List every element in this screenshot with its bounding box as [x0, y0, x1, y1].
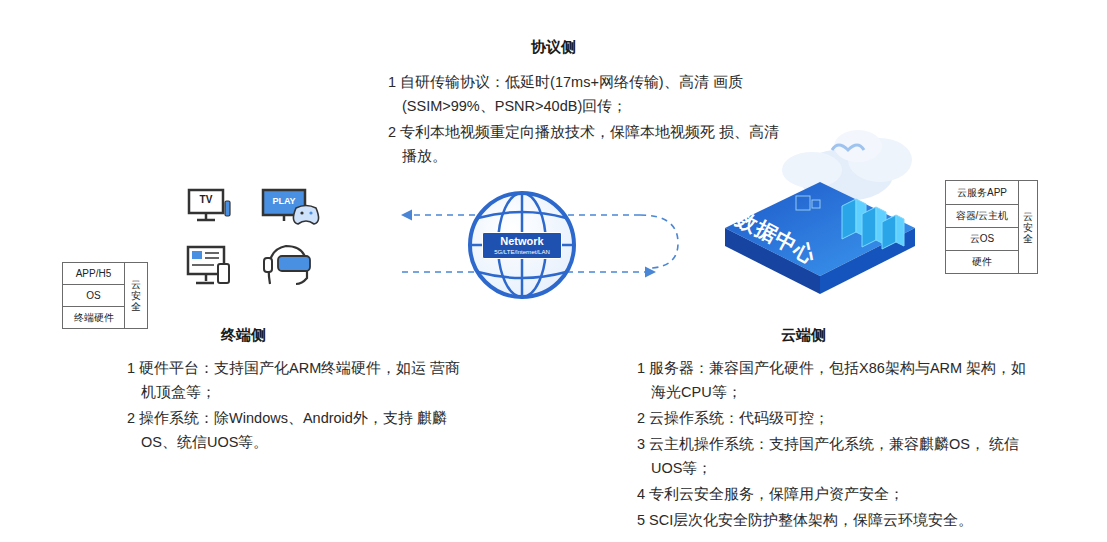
- screen-label: TV: [200, 194, 213, 206]
- feature-item: 4 专利云安全服务，保障用户资产安全；: [637, 482, 1032, 506]
- layer-name: 终端硬件: [74, 311, 114, 325]
- feature-item: 2 专利本地视频重定向播放技术，保障本地视频死 损、高清播放。: [388, 120, 783, 168]
- layer-name: 容器/云主机: [956, 209, 1009, 223]
- feature-item: 1 自研传输协议：低延时(17ms+网络传输)、高清 画质(SSIM>99%、P…: [388, 70, 783, 118]
- text-list: 1 服务器：兼容国产化硬件，包括X86架构与ARM 架构，如海光CPU等；2 云…: [637, 356, 1032, 534]
- text-list: 1 硬件平台：支持国产化ARM终端硬件，如运 营商机顶盒等；2 操作系统：除Wi…: [127, 356, 472, 456]
- layer-box: OS: [62, 284, 125, 307]
- tv-icon: [189, 190, 230, 220]
- layer-box: 云服务APP: [945, 180, 1019, 205]
- section-title: 协议侧: [531, 38, 576, 57]
- layer-name: 云安全: [1023, 211, 1033, 244]
- layer-name: 云服务APP: [957, 186, 1007, 200]
- feature-item: 2 云操作系统：代码级可控；: [637, 406, 1032, 430]
- network-globe: [470, 193, 574, 297]
- feature-item: 1 硬件平台：支持国产化ARM终端硬件，如运 营商机顶盒等；: [127, 356, 472, 404]
- layer-box: 硬件: [945, 250, 1019, 274]
- layer-name: 云安全: [131, 279, 141, 312]
- feature-item: 3 云主机操作系统：支持国产化系统，兼容麒麟OS， 统信UOS等；: [637, 432, 1032, 480]
- network-types: 5G/LTE/Internet/LAN: [494, 248, 550, 256]
- section-title: 终端侧: [221, 326, 266, 345]
- text-list: 1 自研传输协议：低延时(17ms+网络传输)、高清 画质(SSIM>99%、P…: [388, 70, 783, 170]
- feature-item: 1 服务器：兼容国产化硬件，包括X86架构与ARM 架构，如海光CPU等；: [637, 356, 1032, 404]
- data-center-illustration: [725, 130, 915, 294]
- security-column: 云安全: [124, 262, 148, 329]
- feature-item: 5 SCI层次化安全防护整体架构，保障云环境安全。: [637, 508, 1032, 532]
- layer-name: 云OS: [970, 232, 994, 246]
- game-icon: [263, 190, 319, 224]
- vr-icon: [264, 246, 310, 284]
- layer-box: 云OS: [945, 227, 1019, 251]
- network-name: Network: [500, 235, 543, 248]
- layer-name: 硬件: [972, 255, 992, 269]
- layer-name: APP/H5: [76, 268, 112, 279]
- layer-box: 终端硬件: [62, 306, 125, 329]
- layer-name: OS: [86, 290, 100, 301]
- layer-box: 容器/云主机: [945, 204, 1019, 228]
- feature-item: 2 操作系统：除Windows、Android外，支持 麒麟OS、统信UOS等。: [127, 406, 472, 454]
- screen-label: PLAY: [272, 196, 295, 207]
- section-title: 云端侧: [781, 326, 826, 345]
- layer-box: APP/H5: [62, 262, 125, 285]
- security-column: 云安全: [1018, 180, 1038, 274]
- network-label: Network5G/LTE/Internet/LAN: [482, 232, 562, 259]
- desktop-icon: [188, 247, 229, 283]
